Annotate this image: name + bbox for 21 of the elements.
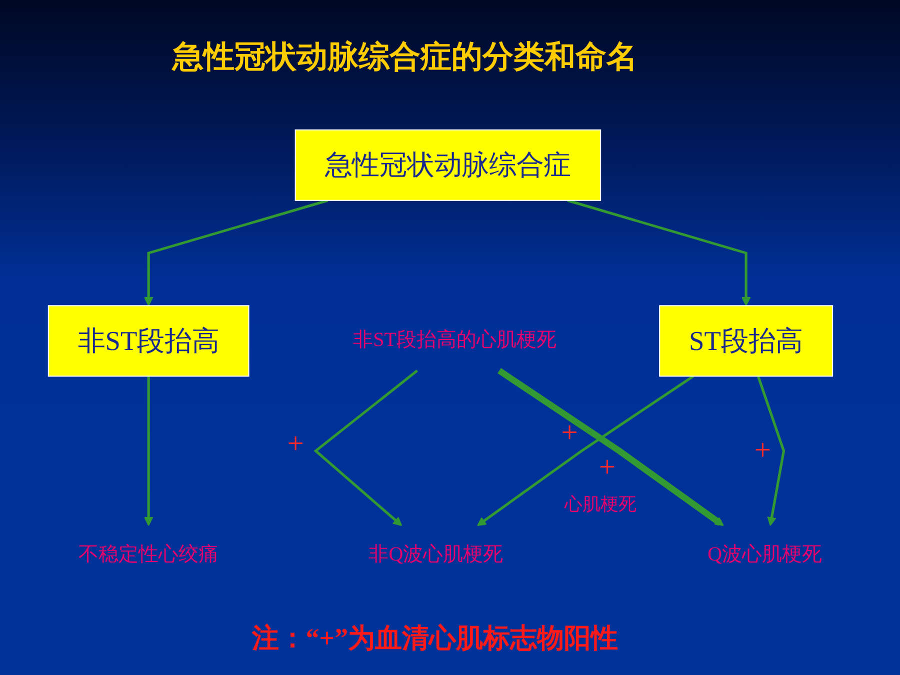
group-label: 心肌梗死 [564, 492, 636, 516]
arrow [567, 199, 751, 306]
node-text: 非Q波心肌梗死 [368, 544, 504, 566]
node-box: 非ST段抬高 [48, 305, 250, 377]
arrow [476, 375, 694, 526]
node-box: ST段抬高 [659, 305, 834, 377]
edge-label: + [598, 451, 616, 484]
arrow [144, 199, 328, 306]
arrow [314, 370, 418, 526]
node-text: 非ST段抬高的心肌梗死 [353, 329, 556, 352]
node-box: 急性冠状动脉综合症 [294, 129, 602, 201]
arrow [498, 368, 724, 526]
caption: 注：“+”为血清心肌标志物阳性 [250, 622, 620, 655]
edge-label: + [561, 416, 578, 450]
arrow [144, 376, 154, 526]
node-text: 不稳定性心绞痛 [78, 544, 219, 566]
node-text: Q波心肌梗死 [708, 544, 822, 566]
title: 急性冠状动脉综合症的分类和命名 [170, 38, 638, 77]
edge-label: + [287, 428, 304, 461]
arrow [756, 376, 786, 526]
edge-label: + [754, 434, 771, 467]
